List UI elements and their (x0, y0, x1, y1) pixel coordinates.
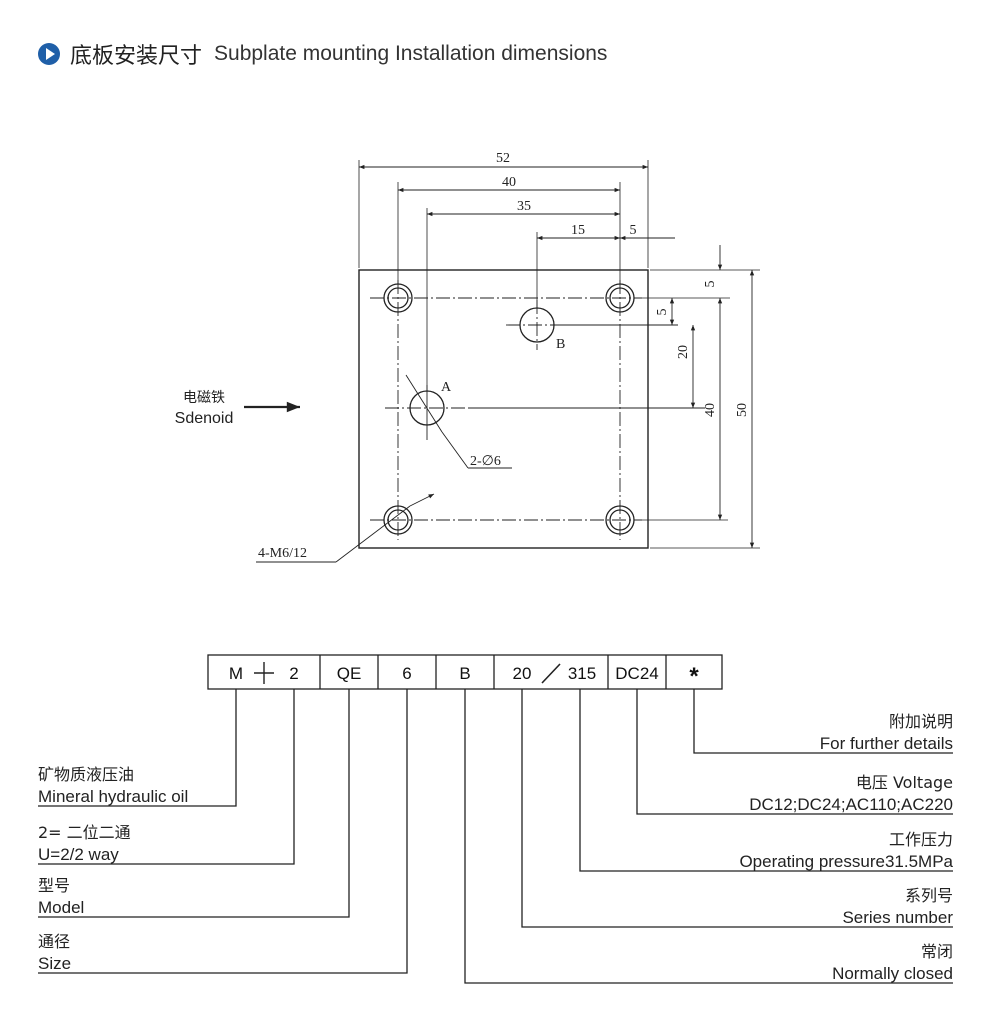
label-pressure-cn: 工作压力 (889, 830, 953, 849)
code-cell-series: 20 (513, 664, 532, 683)
dim-52: 52 (496, 151, 510, 166)
subplate-drawing (244, 160, 760, 563)
label-series-cn: 系列号 (905, 886, 953, 905)
code-cell-fluid: M (229, 664, 243, 683)
dim-20: 20 (676, 345, 691, 359)
port-a-label: A (441, 380, 452, 395)
code-cell-voltage: DC24 (615, 664, 658, 683)
port-b-label: B (556, 337, 565, 352)
code-leader-lines (38, 689, 953, 984)
subplate-outline (358, 269, 649, 549)
dim-35: 35 (517, 199, 531, 214)
label-details-cn: 附加说明 (889, 712, 953, 731)
solenoid-label-cn: 电磁铁 (183, 390, 225, 406)
label-voltage-cn: 电压 Voltage (856, 773, 953, 792)
dimension-labels: 52 40 35 15 5 5 5 20 40 50 A B 2-∅6 4-M6… (175, 151, 750, 561)
label-normally-closed-cn: 常闭 (921, 942, 953, 961)
label-fluid-cn: 矿物质液压油 (38, 765, 134, 784)
dim-5-horizontal: 5 (630, 223, 637, 238)
center-lines (370, 280, 642, 540)
corner-holes (383, 283, 635, 535)
code-cell-model: QE (337, 664, 362, 683)
thread-note: 4-M6/12 (258, 546, 307, 561)
section-header: 底板安装尺寸 Subplate mounting Installation di… (38, 36, 607, 72)
label-fluid-en: Mineral hydraulic oil (38, 787, 188, 806)
label-details-en: For further details (820, 734, 953, 753)
label-normally-closed-en: Normally closed (832, 964, 953, 983)
dim-5-vertical-top: 5 (703, 281, 718, 288)
title-english: Subplate mounting Installation dimension… (214, 42, 608, 65)
code-cell-normally-closed: B (459, 664, 470, 683)
play-circle-icon (38, 43, 60, 65)
label-voltage-en: DC12;DC24;AC110;AC220 (749, 795, 953, 814)
hole-note: 2-∅6 (470, 454, 501, 469)
dim-40: 40 (502, 175, 516, 190)
code-cell-way: 2 (289, 664, 298, 683)
label-model-cn: 型号 (38, 876, 70, 895)
code-cell-size: 6 (402, 664, 411, 683)
dim-5-vertical-b: 5 (655, 309, 670, 316)
title-chinese: 底板安装尺寸 (70, 44, 203, 69)
solenoid-label-en: Sdenoid (175, 410, 234, 427)
label-pressure-en: Operating pressure31.5MPa (739, 852, 953, 871)
dim-50: 50 (735, 403, 750, 417)
dim-15: 15 (571, 223, 585, 238)
right-labels: 附加说明 For further details 电压 Voltage DC12… (739, 712, 953, 983)
dim-40-vertical: 40 (703, 403, 718, 417)
left-labels: 矿物质液压油 Mineral hydraulic oil 2= 二位二通 U=2… (38, 765, 188, 973)
label-way-en: U=2/2 way (38, 845, 119, 864)
code-cell-pressure: 315 (568, 664, 596, 683)
label-way-cn: 2= 二位二通 (38, 823, 131, 842)
label-size-cn: 通径 (38, 932, 70, 951)
code-cell-details: * (689, 663, 699, 690)
label-size-en: Size (38, 954, 71, 973)
label-model-en: Model (38, 898, 84, 917)
order-code-cells: M 2 QE 6 B 20 315 DC24 * (229, 663, 699, 690)
label-series-en: Series number (842, 908, 953, 927)
